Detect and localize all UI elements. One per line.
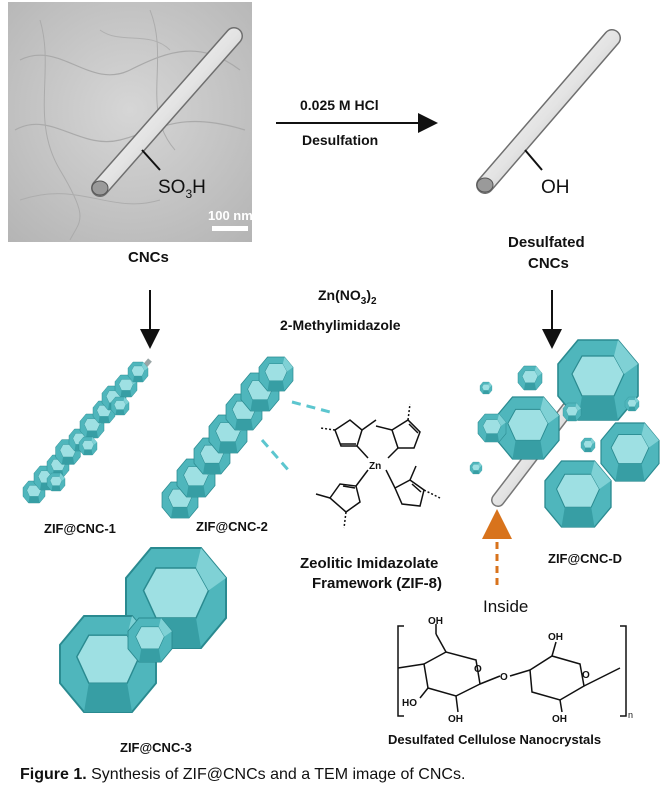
cellulose-o-ring2: O xyxy=(582,670,590,681)
zif-cnc-3-label: ZIF@CNC-3 xyxy=(120,740,192,755)
zn-atom-label: Zn xyxy=(369,461,381,472)
caption-text: Synthesis of ZIF@CNCs and a TEM image of… xyxy=(86,766,466,783)
zinc-nitrate-label: Zn(NO3)2 xyxy=(318,287,377,307)
cellulose-title: Desulfated Cellulose Nanocrystals xyxy=(388,732,601,747)
zif-cnc-3-structure xyxy=(58,546,228,714)
desulfated-label-line1: Desulfated xyxy=(508,234,585,251)
desulfated-cnc-rod xyxy=(476,29,621,194)
cellulose-oh-2: OH xyxy=(448,714,463,725)
cnc-rod xyxy=(91,27,243,197)
cncs-label: CNCs xyxy=(128,249,169,266)
zif-cnc-2-structure xyxy=(161,356,294,519)
so3h-label: SO3H xyxy=(158,177,206,201)
scale-bar xyxy=(212,226,248,231)
desulfated-label-line2: CNCs xyxy=(528,255,569,272)
zif8-label-line1: Zeolitic Imidazolate xyxy=(300,555,438,572)
scale-bar-label: 100 nm xyxy=(208,208,253,223)
desulfation-label: Desulfation xyxy=(302,132,378,148)
tem-image: SO3H 100 nm xyxy=(8,2,253,242)
zif-cnc-1-structure xyxy=(22,358,152,504)
zif-cnc-1-label: ZIF@CNC-1 xyxy=(44,521,116,536)
zif8-chemical-structure xyxy=(315,403,441,529)
zif-cnc-d-structure xyxy=(469,339,660,528)
cellulose-o-link: O xyxy=(500,672,508,683)
zif-cnc-d-label: ZIF@CNC-D xyxy=(548,551,622,566)
cellulose-oh-4: OH xyxy=(552,714,567,725)
synthesis-diagram: SO3H 100 nm 0.025 M HCl Desulfation OH C… xyxy=(8,2,660,755)
caption-prefix: Figure 1. xyxy=(20,766,87,783)
cellulose-o-ring1: O xyxy=(474,664,482,675)
inside-label: Inside xyxy=(483,597,528,616)
zif-cnc-2-label: ZIF@CNC-2 xyxy=(196,519,268,534)
cellulose-oh-3: OH xyxy=(548,632,563,643)
cellulose-oh-1: OH xyxy=(428,616,443,627)
cellulose-n-subscript: n xyxy=(628,710,633,720)
zif-link-dash-upper xyxy=(291,400,331,414)
oh-label: OH xyxy=(541,177,570,198)
methylimidazole-label: 2-Methylimidazole xyxy=(280,317,401,333)
cellulose-structure xyxy=(397,624,627,717)
cellulose-ho: HO xyxy=(402,698,417,709)
figure-caption: Figure 1. Synthesis of ZIF@CNCs and a TE… xyxy=(20,766,650,784)
zif8-label-line2: Framework (ZIF-8) xyxy=(312,575,442,592)
zif-link-dash-lower xyxy=(260,439,292,473)
hcl-label: 0.025 M HCl xyxy=(300,97,379,113)
